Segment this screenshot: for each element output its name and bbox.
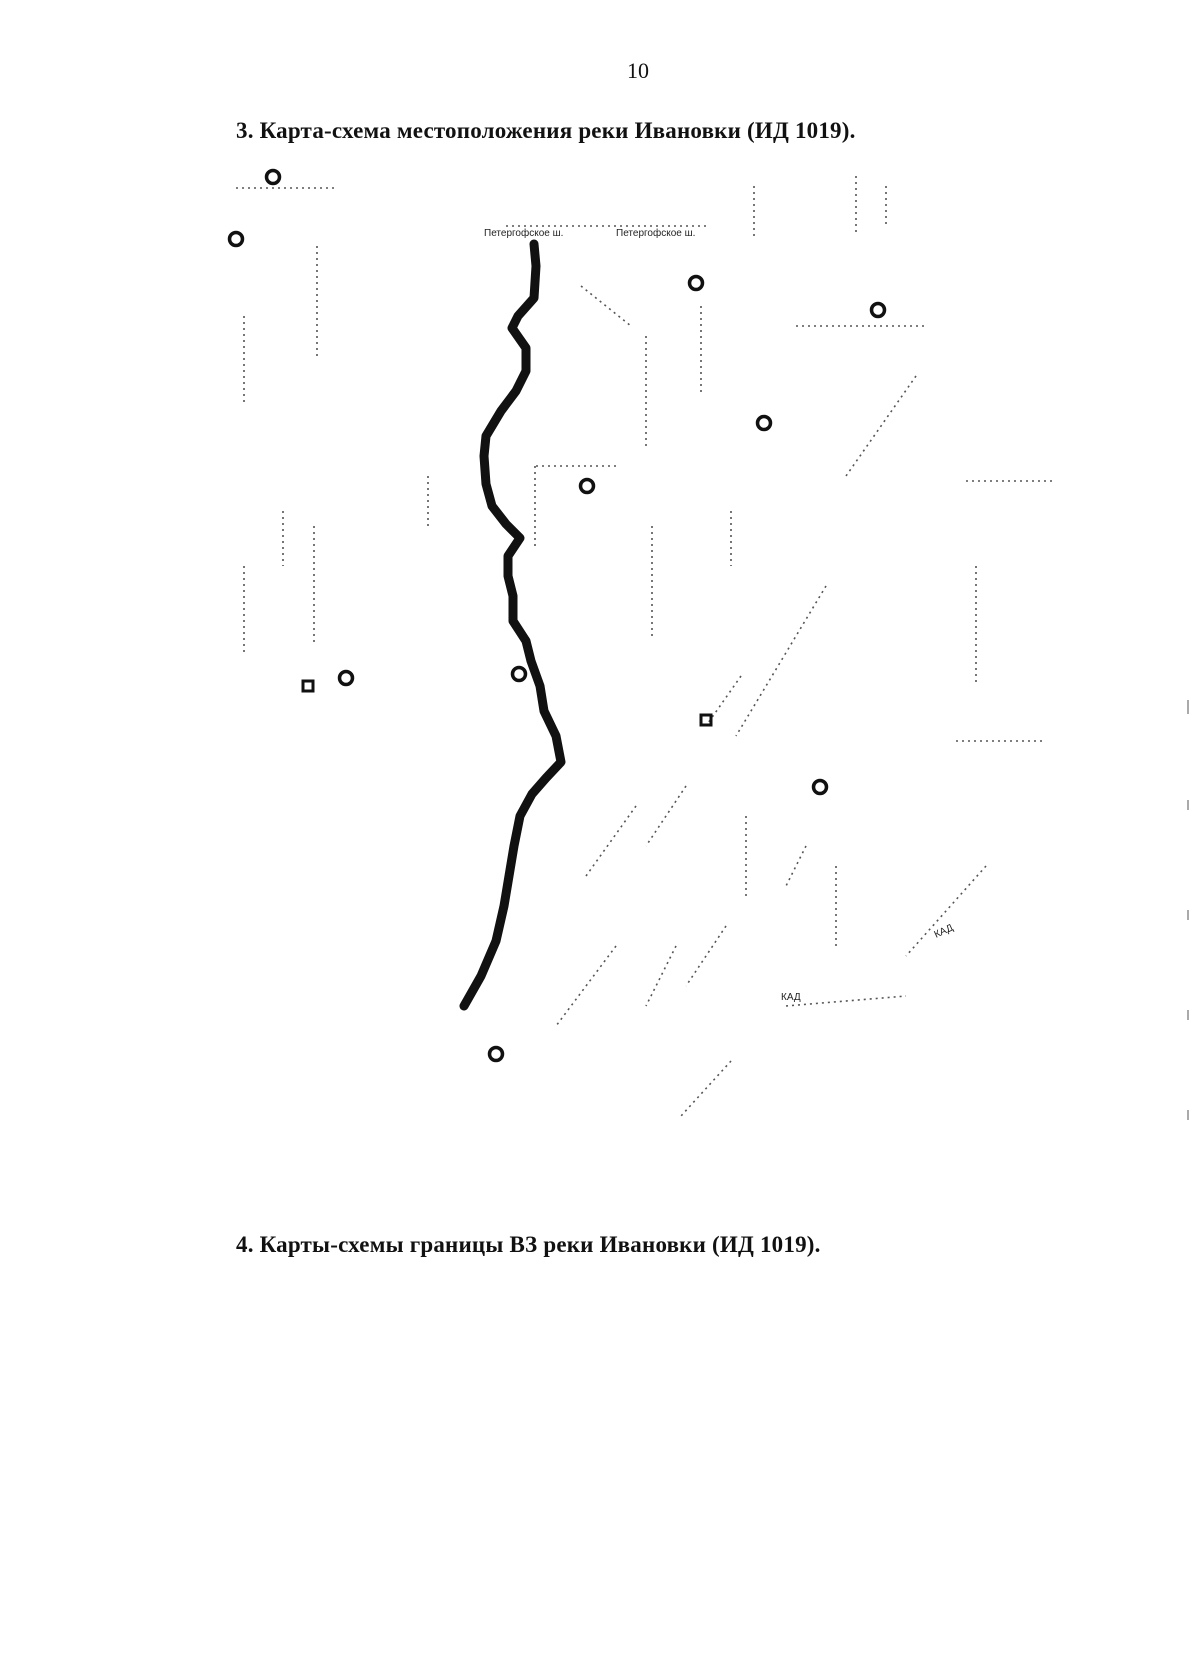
page-number: 10 <box>627 58 649 83</box>
scan-artifact <box>1187 800 1189 810</box>
bus-stop-icon <box>301 679 713 727</box>
scan-artifact <box>1187 910 1189 920</box>
map-label-petergof-2: Петергофское ш. <box>616 227 695 239</box>
location-map: Петергофское ш. Петергофское ш. КАД КАД <box>226 166 1056 1146</box>
scan-artifact <box>1187 700 1189 714</box>
boundary-section-heading: 4. Карты-схемы границы ВЗ реки Ивановки … <box>236 1232 821 1257</box>
map-label-kad-1: КАД <box>781 992 801 1003</box>
map-section-heading: 3. Карта-схема местоположения реки Ивано… <box>236 118 856 143</box>
scan-artifact <box>1187 1110 1189 1120</box>
street-lines <box>236 176 1056 1117</box>
map-label-kad-2: КАД <box>933 922 956 940</box>
ivanovka-river <box>459 239 566 1011</box>
map-label-petergof-1: Петергофское ш. <box>484 227 563 239</box>
metro-station-icon <box>227 168 887 1063</box>
scan-artifact <box>1187 1010 1189 1020</box>
location-map-svg: Петергофское ш. Петергофское ш. КАД КАД <box>227 168 1056 1117</box>
